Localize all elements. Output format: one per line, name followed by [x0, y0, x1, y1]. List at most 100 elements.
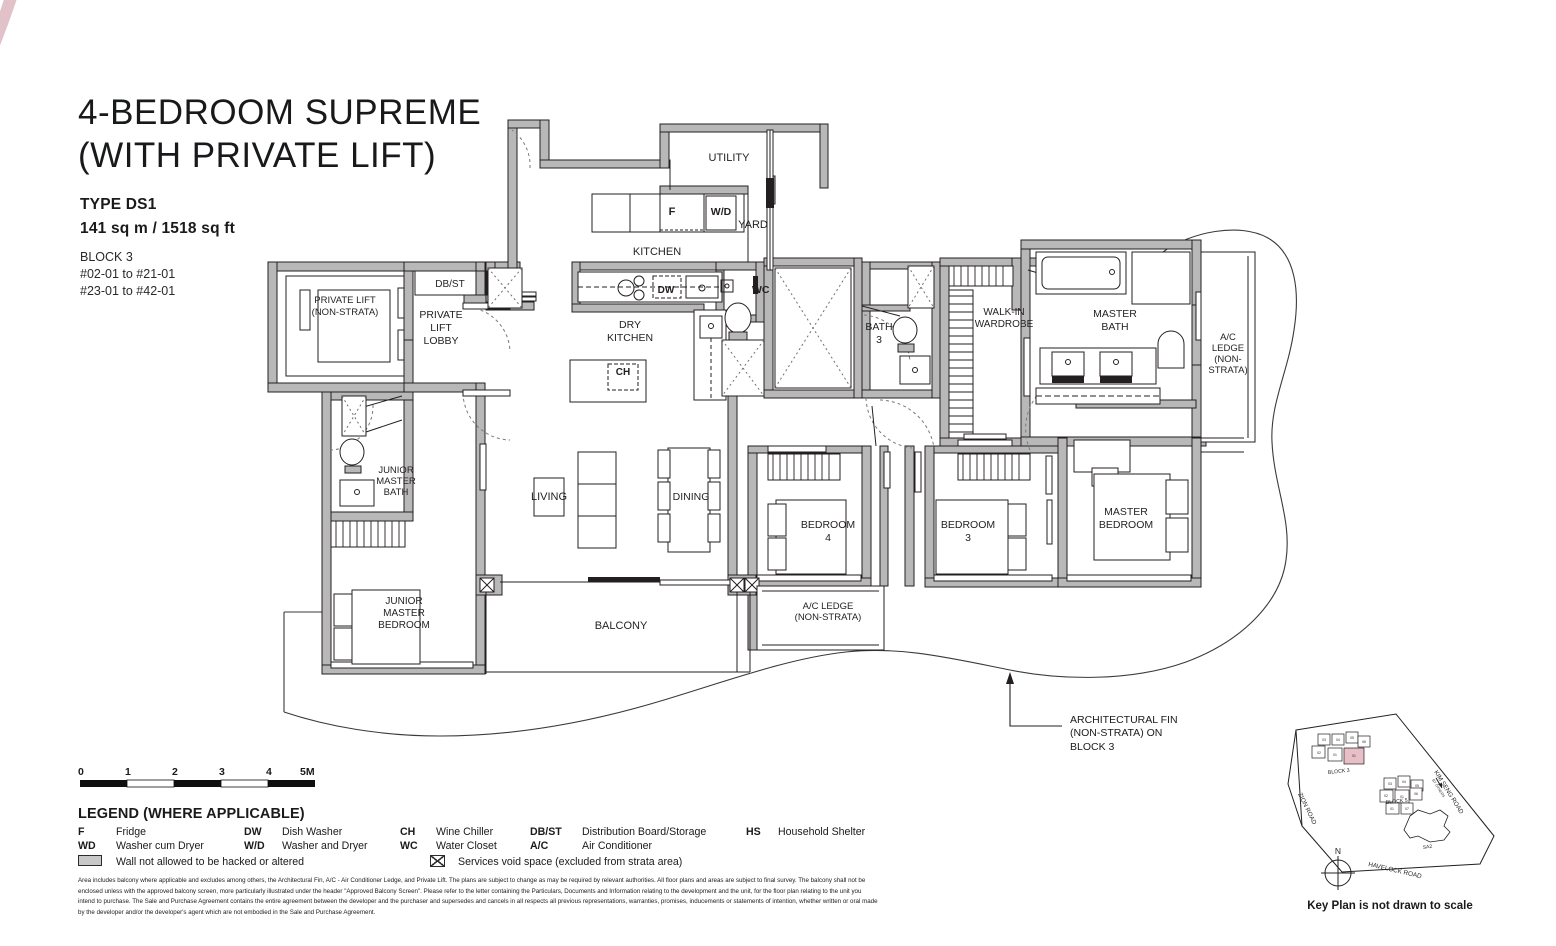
label-ac-ledge-right-3: (NON- [1214, 354, 1241, 365]
scale-tick-4: 4 [266, 766, 272, 778]
fin-note-line-3: BLOCK 3 [1070, 740, 1115, 753]
services-void-bath3 [907, 265, 935, 309]
label-dish-washer: DW [658, 285, 675, 296]
units-range-2: #23-01 to #42-01 [80, 283, 176, 298]
label-bath-3-1: BATH [865, 321, 892, 333]
north-label: N [1335, 846, 1341, 856]
ac-ledge-bottom-outline [756, 585, 885, 651]
label-master-bath-1: MASTER [1093, 308, 1137, 320]
legend-text-wc: Water Closet [436, 839, 497, 852]
fin-note-line-1: ARCHITECTURAL FIN [1070, 714, 1178, 726]
label-bedroom-4-1: BEDROOM [801, 519, 855, 531]
scale-tick-5: 5M [300, 766, 315, 778]
svg-text:06: 06 [1414, 792, 1418, 796]
legend-key-dbst: DB/ST [530, 826, 562, 838]
title-line-1: 4-BEDROOM SUPREME [78, 93, 482, 132]
legend-key-wdd: W/D [244, 839, 265, 852]
bed-3 [935, 499, 1009, 575]
key-plan-sa2-shape [1403, 809, 1451, 843]
label-private-lift-lobby-3: LOBBY [423, 335, 458, 347]
block-units: BLOCK 3 #02-01 to #21-01 #23-01 to #42-0… [80, 249, 175, 300]
label-ac-ledge-bottom-2: (NON-STRATA) [795, 612, 862, 623]
label-junior-master-bedroom-3: BEDROOM [378, 620, 430, 631]
label-junior-master-bedroom-1: JUNIOR [385, 596, 422, 607]
label-bedroom-3-1: BEDROOM [941, 519, 995, 531]
scale-tick-2: 2 [172, 766, 178, 778]
legend-text-void: Services void space (excluded from strat… [458, 856, 683, 868]
legend-text-hs: Household Shelter [778, 826, 866, 838]
north-compass: N [1321, 846, 1355, 890]
services-void-lobby [487, 267, 523, 309]
label-private-lift-lobby-1: PRIVATE [419, 309, 462, 321]
legend-text-dw: Dish Washer [282, 826, 343, 838]
svg-text:03: 03 [1322, 738, 1326, 742]
wardrobe-shelves [948, 265, 1014, 439]
bed-master [1093, 473, 1171, 561]
svg-text:04: 04 [1402, 780, 1406, 784]
legend-text-wd: Washer cum Dryer [116, 839, 204, 852]
wall-swatch-icon [78, 854, 102, 866]
label-bedroom-4-2: 4 [825, 532, 831, 544]
label-ac-ledge-right-2: LEDGE [1212, 343, 1244, 354]
legend-key-ac: A/C [530, 839, 549, 852]
legend-row: WD Washer cum Dryer W/D Washer and Dryer… [78, 840, 908, 854]
fin-leader-line [1006, 672, 1062, 727]
services-void-hs [774, 267, 852, 389]
ac-ledge-right-outline [1200, 251, 1256, 443]
label-kitchen: KITCHEN [633, 246, 681, 258]
svg-text:06: 06 [1362, 740, 1366, 744]
label-db-st: DB/ST [435, 279, 464, 290]
legend-text-f: Fridge [116, 826, 147, 838]
label-ac-ledge-bottom-1: A/C LEDGE [803, 601, 854, 612]
sofa [577, 451, 617, 549]
legend-key-f: F [78, 826, 85, 838]
key-plan-road-kimseng: KIM SENG ROAD [1432, 769, 1465, 815]
label-junior-master-bath-1: JUNIOR [378, 465, 414, 476]
label-junior-master-bath-3: BATH [384, 487, 409, 498]
legend-row: Wall not allowed to be hacked or altered… [78, 853, 908, 869]
label-washer-dryer: W/D [711, 206, 732, 218]
scale-tick-1: 1 [125, 766, 131, 778]
label-fridge: F [669, 206, 676, 218]
label-bath-3-2: 3 [876, 334, 882, 346]
label-dry-kitchen-1: DRY [619, 319, 641, 331]
legend-key-wc: WC [400, 839, 418, 852]
label-living: LIVING [531, 491, 567, 503]
legend-text-dbst: Distribution Board/Storage [582, 826, 707, 838]
tv-console [533, 477, 565, 517]
balcony-void-marks [479, 577, 760, 593]
fin-note-line-2: (NON-STRATA) ON [1070, 727, 1163, 740]
svg-text:05: 05 [1415, 784, 1419, 788]
label-utility: UTILITY [709, 152, 751, 164]
svg-text:07: 07 [1405, 807, 1409, 811]
legend-text-wdd: Washer and Dryer [282, 839, 368, 852]
label-master-bedroom-1: MASTER [1104, 506, 1148, 518]
disclaimer-text: Area includes balcony where applicable a… [78, 877, 878, 916]
label-wc: WC [752, 284, 770, 296]
svg-text:03: 03 [1388, 782, 1392, 786]
wardrobe-bedroom-4 [767, 445, 841, 481]
legend-key-wd: WD [78, 839, 96, 852]
legend: LEGEND (WHERE APPLICABLE) F Fridge DW Di… [78, 806, 908, 869]
svg-text:01: 01 [1333, 753, 1337, 757]
key-plan-block-5-label: BLOCK 5 [1386, 798, 1409, 806]
label-bedroom-3-2: 3 [965, 532, 971, 544]
legend-key-ch: CH [400, 826, 416, 838]
plan-linework [285, 127, 1256, 674]
label-master-bedroom-2: BEDROOM [1099, 519, 1153, 531]
label-private-lift-lobby-2: LIFT [430, 322, 452, 334]
label-wine-chiller: CH [616, 367, 630, 378]
legend-text-ch: Wine Chiller [436, 826, 494, 838]
scale-bar-graphic [80, 779, 315, 788]
page-title: 4-BEDROOM SUPREME (WITH PRIVATE LIFT) [78, 92, 548, 177]
legend-key-hs: HS [746, 826, 761, 838]
svg-text:01: 01 [1390, 807, 1394, 811]
label-dining: DINING [673, 491, 710, 503]
legend-key-dw: DW [244, 826, 262, 838]
unit-type: TYPE DS1 [80, 196, 157, 213]
label-junior-master-bath-2: MASTER [376, 476, 416, 487]
legend-text-wall: Wall not allowed to be hacked or altered [116, 856, 305, 868]
label-ac-ledge-right-4: STRATA) [1208, 365, 1247, 376]
